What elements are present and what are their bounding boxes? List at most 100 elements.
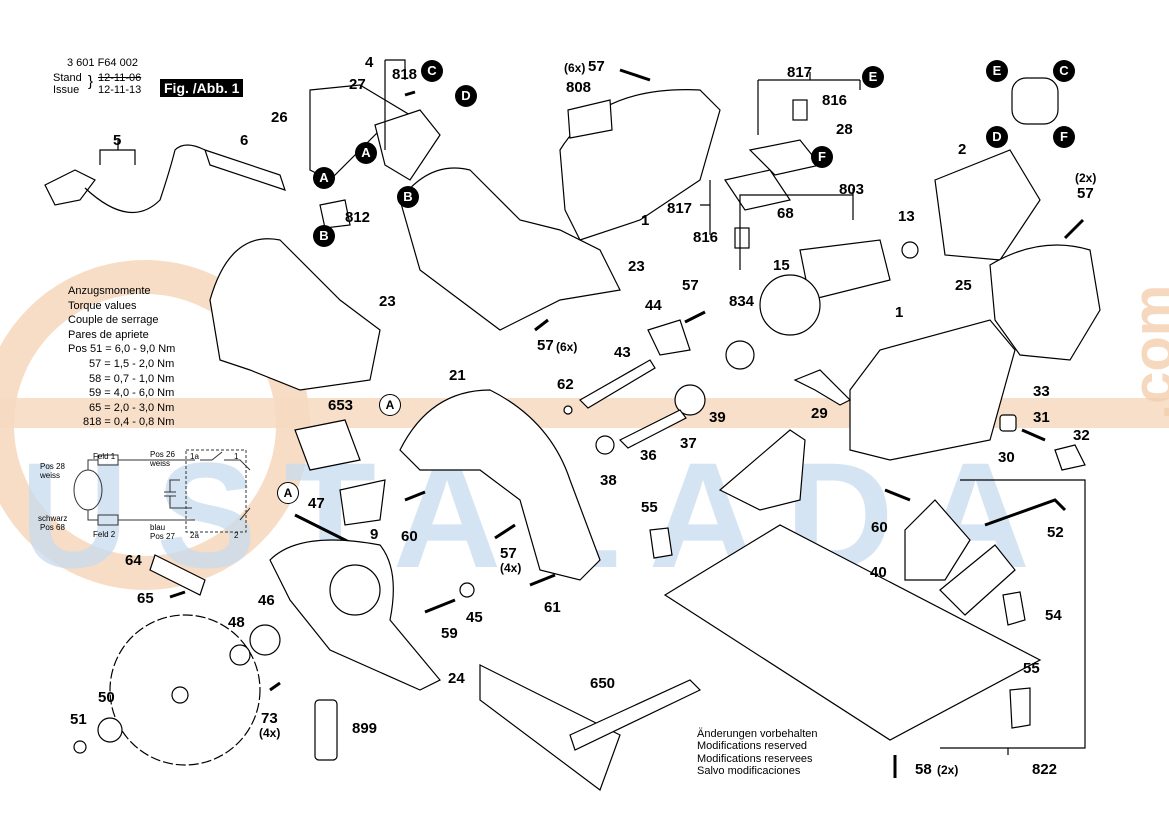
part-label-25: 25	[955, 277, 972, 294]
fan-drawing	[759, 274, 821, 336]
part-label-68: 68	[777, 205, 794, 222]
screw-57-right-drawing	[1063, 218, 1085, 240]
handle-housing-upper-drawing	[399, 167, 621, 331]
part-label-822: 822	[1032, 761, 1058, 778]
part-label-60-guard: 60	[401, 528, 418, 545]
part-label-64: 64	[125, 552, 142, 569]
part-label-23-upper: 23	[628, 258, 645, 275]
bracket-29-drawing	[793, 369, 852, 406]
part-label-51: 51	[70, 711, 87, 728]
part-label-23-left: 23	[379, 293, 396, 310]
part-30-drawing	[999, 414, 1017, 432]
label-808-drawing	[567, 99, 613, 139]
base-plate-drawing	[663, 524, 1042, 741]
qty-57-right: (2x)	[1075, 171, 1097, 185]
switch-contact	[200, 451, 251, 521]
callout-c: C	[1053, 60, 1075, 82]
part-label-40: 40	[870, 564, 887, 581]
grease-tube-drawing	[314, 699, 338, 761]
part-label-30: 30	[998, 449, 1015, 466]
gear-37-drawing	[674, 384, 706, 416]
part-label-62: 62	[557, 376, 574, 393]
part-label-47: 47	[308, 495, 325, 512]
part-label-13: 13	[898, 208, 915, 225]
screw-65-drawing	[169, 590, 186, 599]
part-label-46: 46	[258, 592, 275, 609]
brush-816-top-drawing	[792, 99, 808, 121]
field-2-symbol	[97, 514, 119, 526]
part-label-808: 808	[566, 79, 592, 96]
part-label-54: 54	[1045, 607, 1062, 624]
spindle-36-drawing	[618, 409, 687, 449]
callout-e: E	[862, 66, 884, 88]
wire-top	[87, 459, 195, 470]
qty-58: (2x)	[937, 763, 959, 777]
saw-blade-drawing	[109, 614, 261, 766]
part-label-57-housing: 57	[537, 337, 554, 354]
flange-50-drawing	[97, 717, 123, 743]
callout-f: F	[811, 146, 833, 168]
wiring-feld2: Feld 2	[93, 530, 116, 539]
part-label-36: 36	[640, 447, 657, 464]
wiring-weiss-top: weiss	[150, 459, 171, 468]
part-label-816-lower: 816	[693, 229, 719, 246]
screw-60-right-drawing	[884, 488, 911, 502]
blade-center-drawing	[171, 686, 189, 704]
torque-table: Anzugsmomente Torque values Couple de se…	[68, 284, 175, 430]
leader-817-816	[700, 180, 711, 235]
motor-symbol	[73, 469, 103, 511]
part-label-31: 31	[1033, 409, 1050, 426]
part-label-52: 52	[1047, 524, 1064, 541]
part-label-653: 653	[328, 397, 354, 414]
part-label-28: 28	[836, 121, 853, 138]
bracket-40-drawing	[904, 499, 971, 581]
cable-clip-drawing	[319, 199, 351, 229]
part-label-6: 6	[240, 132, 249, 149]
part-label-816-top: 816	[822, 92, 848, 109]
part-label-57-top: 57	[588, 58, 605, 75]
parallel-guide-drawing	[479, 664, 621, 791]
part-label-39: 39	[709, 409, 726, 426]
wiring-blau: blau	[150, 523, 166, 532]
capacitor	[164, 479, 192, 509]
pin-61-drawing	[529, 573, 556, 587]
bearing-834-drawing	[725, 340, 755, 370]
part-label-57-mid: 57	[682, 277, 699, 294]
torque-title-en: Torque values	[68, 299, 137, 312]
blade-guard-drawing	[399, 389, 601, 581]
torque-title-de: Anzugsmomente	[68, 285, 151, 297]
part-label-73: 73	[261, 710, 278, 727]
wiring-weiss-left: weiss	[40, 471, 61, 480]
part-label-9: 9	[370, 526, 379, 543]
torque-row: 59 = 4,0 - 6,0 Nm	[89, 387, 175, 400]
part-label-1-motor: 1	[895, 304, 904, 321]
screw-59-drawing	[424, 598, 456, 614]
part-label-57-guard: 57	[500, 545, 517, 562]
wiring-pos28: Pos 28	[40, 462, 65, 471]
leader-5	[99, 140, 136, 165]
knob-32-drawing	[1054, 444, 1086, 471]
part-label-817-lower: 817	[667, 200, 693, 217]
part-label-812: 812	[345, 209, 371, 226]
switch-box	[185, 449, 247, 533]
callout-f: F	[1053, 126, 1075, 148]
part-label-1-top: 1	[641, 212, 650, 229]
stand-date: 12-11-06	[98, 72, 142, 84]
callout-d: D	[455, 85, 477, 107]
leader-817-top	[757, 72, 861, 135]
part-label-65: 65	[137, 590, 154, 607]
guide-ruler-drawing	[569, 679, 702, 751]
part-label-834: 834	[729, 293, 755, 310]
wire-bottom	[87, 510, 195, 521]
torque-row: 58 = 0,7 - 1,0 Nm	[89, 372, 175, 385]
wiring-terminal-1a: 1a	[190, 452, 199, 461]
washer-62-drawing	[563, 405, 573, 415]
part-label-43: 43	[614, 344, 631, 361]
qty-57-housing: (6x)	[556, 340, 578, 354]
clip-54-drawing	[1002, 591, 1026, 626]
callout-a-open: A	[379, 394, 401, 416]
end-cap-drawing	[989, 244, 1101, 361]
screw-73-drawing	[269, 681, 281, 692]
part-label-58: 58	[915, 761, 932, 778]
